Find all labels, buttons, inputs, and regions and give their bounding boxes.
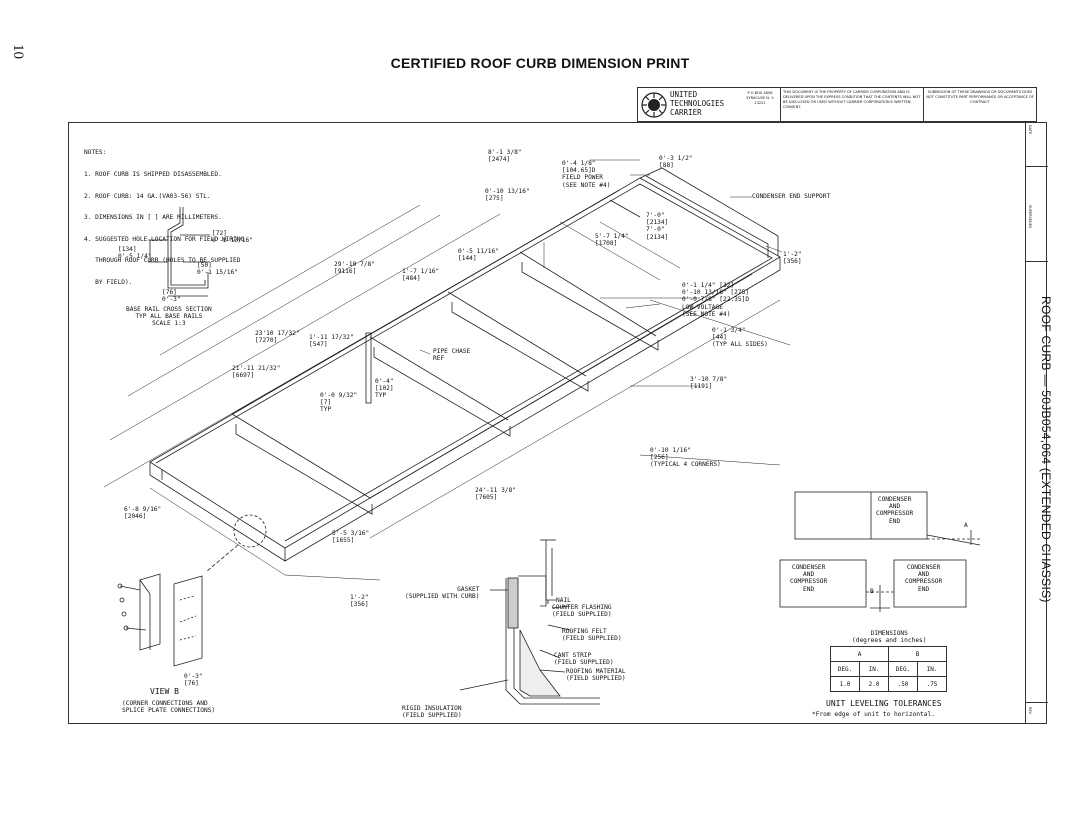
rigid-insulation-label: RIGID INSULATION (FIELD SUPPLIED) xyxy=(402,705,462,720)
dim-label: 24'-11 3/8" [7605] xyxy=(475,487,516,502)
dim-label: 3'-10 7/8" [1191] xyxy=(690,376,728,391)
dim-label: 0'-4" [102] TYP xyxy=(375,378,394,400)
dim-label: 0'-10 1/16" [256] (TYPICAL 4 CORNERS) xyxy=(650,447,721,469)
dim-label: 23'10 17/32" [7270] xyxy=(255,330,300,345)
note-line: 1. ROOF CURB IS SHIPPED DISASSEMBLED. xyxy=(84,171,222,179)
notes-heading: NOTES: xyxy=(84,149,107,157)
flashing-detail xyxy=(459,539,600,705)
rail-dim-a: [72] 0'-2 13/16" xyxy=(212,230,253,245)
dim-label: 5'-7 1/4" [1708] xyxy=(595,233,629,248)
table-header-cell: IN. xyxy=(859,661,889,677)
rail-dim-c: [50] 0'-1 15/16" xyxy=(197,262,238,277)
table-header-cell: DEG. xyxy=(888,661,918,677)
company-line-3: CARRIER xyxy=(670,108,702,117)
table-cell: .50 xyxy=(888,676,918,692)
leveling-caption: UNIT LEVELING TOLERANCES xyxy=(826,699,942,708)
view-b-dim: 0'-3" [76] xyxy=(184,673,203,688)
property-notice: THIS DOCUMENT IS THE PROPERTY OF CARRIER… xyxy=(781,88,924,121)
dim-label: 8'-1 3/8" [2474] xyxy=(488,149,522,164)
base-rail-caption: BASE RAIL CROSS SECTION TYP ALL BASE RAI… xyxy=(126,306,212,328)
view-b-title: VIEW B xyxy=(150,687,179,696)
submission-notice: SUBMISSION OF THESE DRAWINGS OR DOCUMENT… xyxy=(926,90,1034,104)
dim-label: 6'-8 9/16" [2046] xyxy=(124,506,162,521)
table-header-cell: DEG. xyxy=(830,661,860,677)
table-cell: 2.0 xyxy=(859,676,889,692)
rail-dim-d: [76] 0'-3" xyxy=(162,289,181,304)
counter-flashing-label: COUNTER FLASHING (FIELD SUPPLIED) xyxy=(552,604,612,619)
leveling-a-label: A xyxy=(964,522,968,529)
dim-label: 1'-7 1/16" [484] xyxy=(402,268,440,283)
note-line: 2. ROOF CURB: 14 GA.(VA03-56) STL. xyxy=(84,192,211,200)
dim-label: 0'-10 13/16" [275] xyxy=(485,188,530,203)
note-line: THROUGH ROOF CURB (HOLES TO BE SUPPLIED xyxy=(84,257,241,265)
company-line-1: UNITED xyxy=(670,90,698,99)
supersedes-cell: SUPERSEDES xyxy=(1026,167,1048,262)
dim-label: 0'-3 1/2" [88] xyxy=(659,155,693,170)
dim-label: 0'-4 1/8" [104.65]D FIELD POWER (SEE NOT… xyxy=(562,160,611,189)
company-line-2: TECHNOLOGIES xyxy=(670,99,725,108)
drawing-frame xyxy=(68,122,1047,724)
leveling-b-label: B xyxy=(870,588,874,595)
dim-label: 1'-11 17/32" [547] xyxy=(309,334,354,349)
dim-label: 0'-0 9/32" [7] TYP xyxy=(320,392,358,414)
carrier-logo-icon xyxy=(638,88,670,121)
dim-label: 0'-5 11/16" [144] xyxy=(458,248,499,263)
dim-label: 7'-0" [2134] 7'-0" [2134] xyxy=(646,212,669,241)
leveling-box-top-label: CONDENSER AND COMPRESSOR END xyxy=(876,496,914,525)
table-header-cell: IN. xyxy=(917,661,947,677)
roofing-felt-label: ROOFING FELT (FIELD SUPPLIED) xyxy=(562,628,622,643)
leveling-footnote: *From edge of unit to horizontal. xyxy=(812,711,935,718)
leveling-box-right-label: CONDENSER AND COMPRESSOR END xyxy=(905,564,943,593)
table-cell: 1.0 xyxy=(830,676,860,692)
dim-label: CONDENSER END SUPPORT xyxy=(752,193,831,200)
base-rail-section xyxy=(148,207,210,297)
roofing-material-label: ROOFING MATERIAL (FIELD SUPPLIED) xyxy=(566,668,626,683)
revision-sidebar: DATE SUPERSEDES REV xyxy=(1025,122,1048,724)
dim-label: 5'-5 3/16" [1655] xyxy=(332,530,370,545)
view-b-brackets xyxy=(117,573,203,667)
rev-cell: REV xyxy=(1026,702,1048,724)
rail-dim-b: [134] 0'-5 1/4" xyxy=(118,246,152,261)
tolerance-table: A B DEG. IN. DEG. IN. 1.0 2.0 .50 .75 xyxy=(830,646,947,692)
note-line: 4. SUGGESTED HOLE LOCATION FOR FIELD WIR… xyxy=(84,235,245,243)
page-title: CERTIFIED ROOF CURB DIMENSION PRINT xyxy=(390,55,690,71)
dim-label: 1'-2" [356] xyxy=(783,251,802,266)
table-cell: .75 xyxy=(917,676,947,692)
view-b-caption: (CORNER CONNECTIONS AND SPLICE PLATE CON… xyxy=(122,700,216,715)
dim-label: 0'-1 1/4" [32] 0'-10 13/16" [275] 0'-0 7… xyxy=(682,282,750,318)
notes-block: NOTES: 1. ROOF CURB IS SHIPPED DISASSEMB… xyxy=(84,135,244,293)
company-address: P O BOX 4808 SYRACUSE N. Y. 13221 xyxy=(740,88,781,121)
leveling-box-left-label: CONDENSER AND COMPRESSOR END xyxy=(790,564,828,593)
dim-label: 1'-2" [356] xyxy=(350,594,369,609)
dim-label: 29'-10 7/8" [9116] xyxy=(334,261,375,276)
cant-strip-label: CANT STRIP (FIELD SUPPLIED) xyxy=(554,652,614,667)
gasket-label: GASKET (SUPPLIED WITH CURB) xyxy=(405,586,480,601)
nail-label: NAIL xyxy=(556,597,571,604)
condenser-end-support xyxy=(639,167,779,258)
date-cell: DATE xyxy=(1026,122,1048,167)
col-b-header: B xyxy=(888,646,947,662)
note-line: 3. DIMENSIONS IN [ ] ARE MILLIMETERS. xyxy=(84,214,222,222)
company-name: UNITED TECHNOLOGIES CARRIER xyxy=(670,88,740,121)
col-a-header: A xyxy=(830,646,889,662)
dim-label: 0'-1 3/4" [44] (TYP ALL SIDES) xyxy=(712,327,768,349)
dim-label: 21'-11 21/32" [6697] xyxy=(232,365,281,380)
leveling-diagrams xyxy=(779,491,981,612)
dimensions-title: DIMENSIONS (degrees and inches) xyxy=(852,630,927,645)
dim-label: PIPE CHASE REF xyxy=(433,348,471,363)
note-line: BY FIELD). xyxy=(84,279,133,287)
title-block: UNITED TECHNOLOGIES CARRIER P O BOX 4808… xyxy=(637,87,1037,122)
